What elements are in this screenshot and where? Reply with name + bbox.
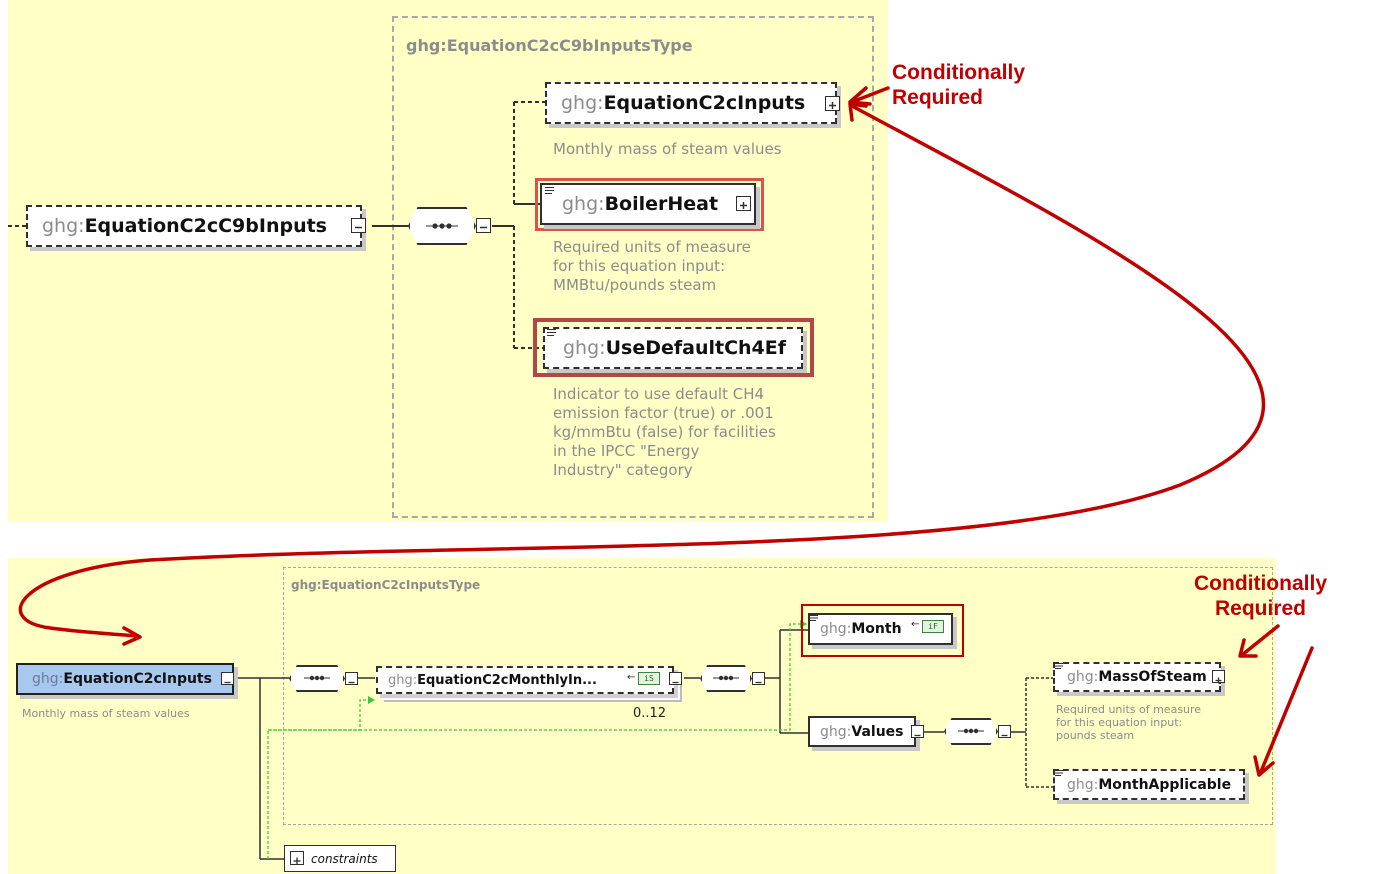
- equation-c2c-inputs-root-annotation: Monthly mass of steam values: [22, 707, 190, 720]
- plus-icon[interactable]: [290, 851, 304, 865]
- documentation-icon: [547, 329, 556, 336]
- plus-icon[interactable]: [825, 96, 840, 111]
- values-node[interactable]: ghg:Values: [808, 716, 916, 747]
- documentation-icon: [1055, 770, 1063, 776]
- plus-icon[interactable]: [736, 196, 751, 211]
- documentation-icon: [810, 615, 818, 621]
- restriction-badge: iF: [922, 620, 944, 633]
- restriction-badge: iS: [638, 672, 660, 685]
- documentation-icon: [545, 187, 554, 194]
- equation-c2c-inputs-node[interactable]: ghg:EquationC2cInputs: [545, 82, 837, 124]
- arrow-left-icon: ←: [911, 619, 920, 630]
- conditionally-required-label-bottom: Conditionally Required: [1194, 572, 1327, 620]
- use-default-ch4ef-node[interactable]: ghg:UseDefaultCh4Ef: [543, 327, 803, 369]
- minus-icon[interactable]: [752, 672, 765, 685]
- minus-icon[interactable]: [998, 725, 1011, 738]
- arrow-left-icon: ←: [627, 672, 636, 683]
- use-default-ch4ef-annotation: Indicator to use default CH4 emission fa…: [553, 385, 776, 479]
- sequence-icon: [713, 675, 739, 681]
- minus-icon[interactable]: [221, 672, 234, 685]
- sequence-icon: [426, 223, 458, 229]
- sequence-icon: [958, 728, 984, 734]
- sequence-icon: [304, 675, 330, 681]
- mass-of-steam-annotation: Required units of measure for this equat…: [1056, 703, 1202, 742]
- cardinality-label: 0..12: [633, 706, 667, 721]
- minus-icon[interactable]: [345, 672, 358, 685]
- conditionally-required-label-top: Conditionally Required: [892, 61, 1025, 109]
- month-applicable-node[interactable]: ghg:MonthApplicable: [1053, 769, 1245, 800]
- minus-icon[interactable]: [351, 218, 366, 233]
- documentation-icon: [1055, 663, 1063, 669]
- equation-c2c-inputs-root-node[interactable]: ghg:EquationC2cInputs: [16, 663, 234, 695]
- mass-of-steam-node[interactable]: ghg:MassOfSteam: [1053, 662, 1221, 692]
- plus-icon[interactable]: [1212, 670, 1225, 684]
- boiler-heat-annotation: Required units of measure for this equat…: [553, 238, 751, 294]
- equation-c2c-c9b-inputs-node[interactable]: ghg:EquationC2cC9bInputs: [26, 205, 362, 247]
- minus-icon[interactable]: [669, 672, 682, 685]
- equation-c2c-monthly-inputs-node[interactable]: ghg:EquationC2cMonthlyIn...: [376, 666, 674, 694]
- top-type-label: ghg:EquationC2cC9bInputsType: [406, 36, 693, 55]
- equation-c2c-inputs-annotation: Monthly mass of steam values: [553, 140, 782, 158]
- minus-icon[interactable]: [911, 725, 924, 738]
- minus-icon[interactable]: [476, 218, 491, 233]
- boiler-heat-node[interactable]: ghg:BoilerHeat: [540, 183, 756, 225]
